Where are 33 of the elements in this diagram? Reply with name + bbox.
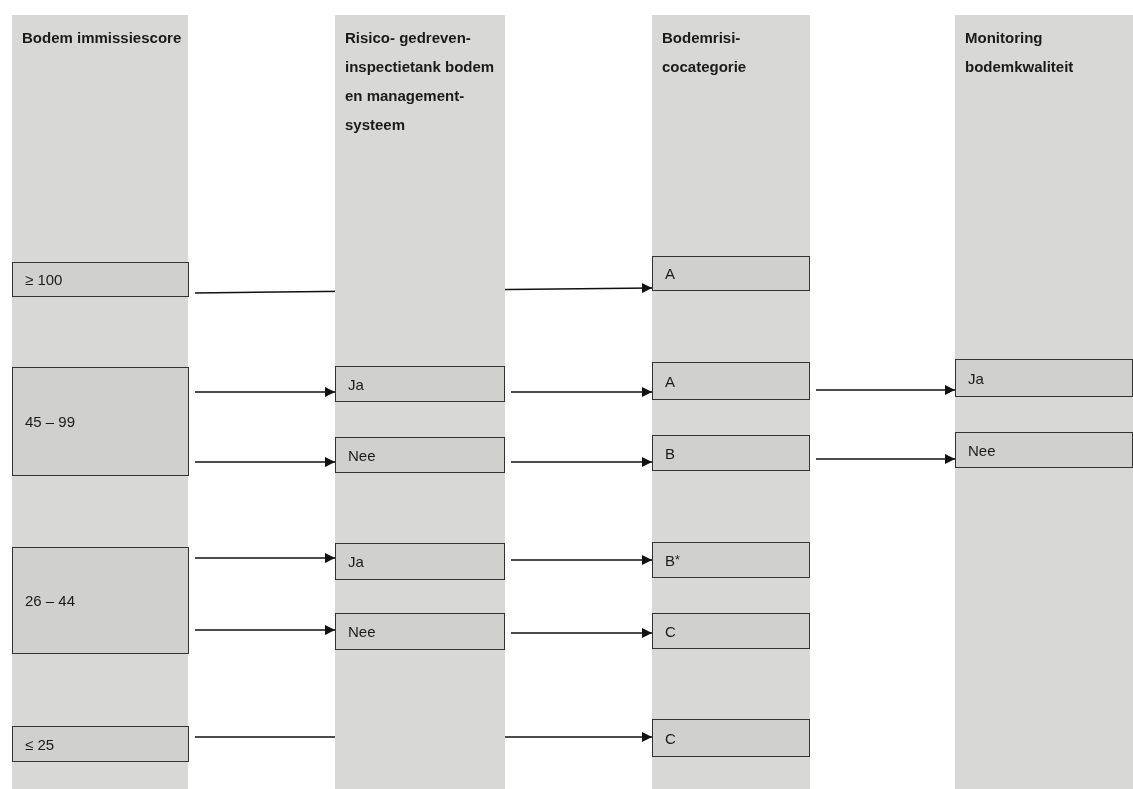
arrow: [815, 454, 956, 464]
column-band: [335, 15, 505, 789]
value-box: ≤ 25: [12, 726, 189, 762]
arrow: [510, 457, 653, 467]
value-box: A: [652, 256, 810, 291]
arrow: [510, 387, 653, 397]
column-heading: Risico- gedreven- inspectietank bodem en management- systeem: [345, 28, 496, 135]
value-box: Ja: [335, 543, 505, 580]
value-box: Ja: [955, 359, 1133, 397]
column-band: [12, 15, 188, 789]
value-box: Nee: [335, 437, 505, 473]
column-band: [955, 15, 1133, 789]
value-box: Nee: [335, 613, 505, 650]
column-heading: Bodemrisi- cocategorie: [662, 28, 748, 77]
value-box: ≥ 100: [12, 262, 189, 297]
value-box: A: [652, 362, 810, 400]
arrow: [815, 385, 956, 395]
value-box: 45 – 99: [12, 367, 189, 476]
arrow: [194, 625, 336, 635]
value-box: C: [652, 719, 810, 757]
value-box: Nee: [955, 432, 1133, 468]
value-box: Ja: [335, 366, 505, 402]
arrow: [194, 387, 336, 397]
column-heading: Bodem immissiescore: [22, 28, 183, 48]
value-box: C: [652, 613, 810, 649]
arrow: [510, 555, 653, 565]
column-band: [652, 15, 810, 789]
column-heading: Monitoring bodemkwaliteit: [965, 28, 1075, 77]
value-box: 26 – 44: [12, 547, 189, 654]
arrow: [194, 553, 336, 563]
value-box: B: [652, 435, 810, 471]
arrow: [194, 457, 336, 467]
arrow: [510, 628, 653, 638]
